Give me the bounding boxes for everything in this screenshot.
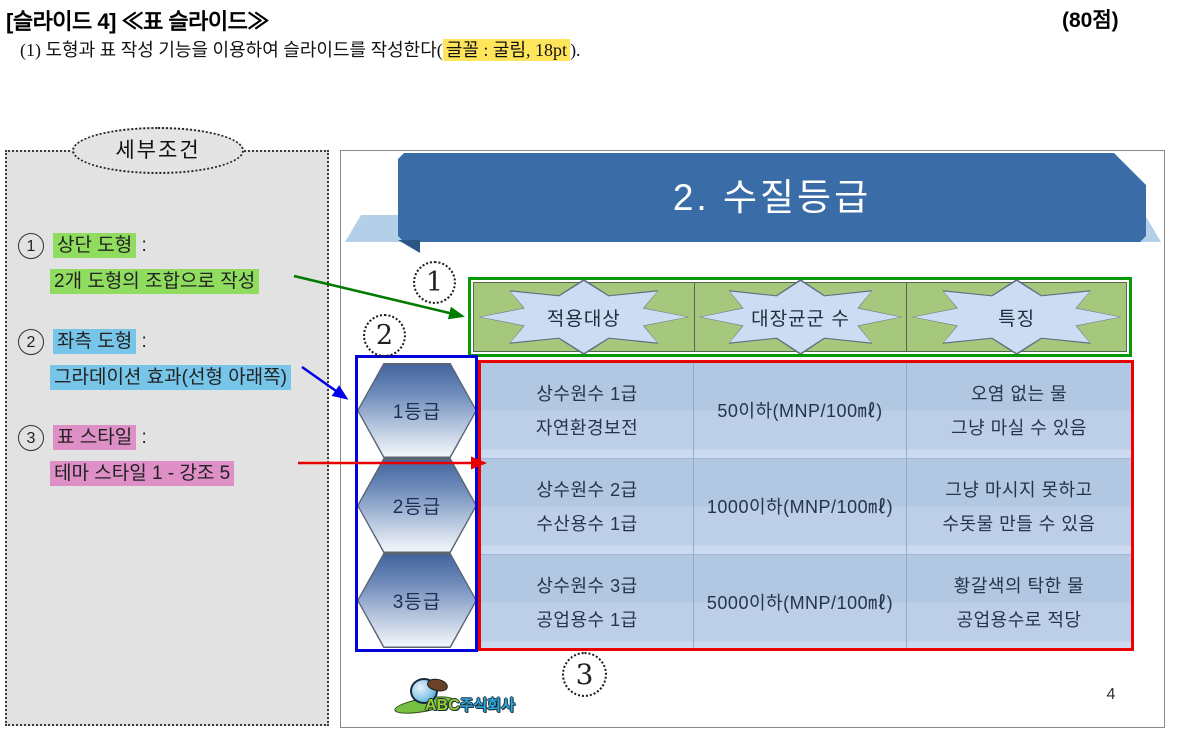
- cell-line: 상수원수 2급: [536, 479, 638, 500]
- callout-circle-2: 2: [363, 314, 406, 357]
- annotation-rect-hexagons-blue: [355, 355, 478, 652]
- grade-hexagon-3: 3등급: [357, 553, 477, 648]
- table-cell: 50이하(MNP/100㎖): [694, 363, 907, 458]
- logo-text: ABC주식회사: [425, 694, 515, 715]
- table-header-cell: 특징: [907, 279, 1126, 355]
- conditions-panel-title: 세부조건: [72, 127, 244, 174]
- condition-3-colon: :: [136, 427, 147, 448]
- cell-line: 그냥 마시지 못하고: [945, 479, 1093, 500]
- condition-1-title: 1 상단 도형 :: [18, 230, 147, 259]
- star-seal-shape: 대장균군 수: [698, 279, 903, 355]
- cell-line: 상수원수 1급: [536, 383, 638, 404]
- table-cell: 상수원수 2급 수산용수 1급: [481, 459, 694, 554]
- table-cell: 그냥 마시지 못하고 수돗물 만들 수 있음: [907, 459, 1131, 554]
- table-body: 상수원수 1급 자연환경보전 50이하(MNP/100㎖) 오염 없는 물 그냥…: [481, 363, 1131, 650]
- annotation-rect-table-red: [478, 360, 1134, 651]
- cell-line: 황갈색의 탁한 물: [953, 575, 1085, 596]
- cell-line: 상수원수 3급: [536, 575, 638, 596]
- grade-label-2: 2등급: [358, 459, 476, 552]
- grade-label-3: 3등급: [358, 554, 476, 647]
- condition-2-number: 2: [18, 328, 44, 355]
- cell-line: 그냥 마실 수 있음: [951, 417, 1087, 438]
- doc-title: [슬라이드 4] ≪표 슬라이드≫: [6, 9, 269, 34]
- annotation-rect-header-green: [468, 277, 1132, 357]
- slide-title: 2. 수질등급: [672, 177, 872, 218]
- table-header-cell: 대장균군 수: [695, 279, 908, 355]
- cell-line: 수산용수 1급: [536, 513, 638, 534]
- callout-circle-3: 3: [562, 652, 607, 697]
- table-cell: 황갈색의 탁한 물 공업용수로 적당: [907, 555, 1131, 650]
- table-header-label-3: 특징: [913, 281, 1120, 353]
- table-header-row: 적용대상 대장균군 수 특징: [473, 279, 1127, 355]
- cell-line: 공업용수 1급: [536, 609, 638, 630]
- condition-3-detail: 테마 스타일 1 - 강조 5: [50, 458, 235, 486]
- callout-circle-1: 1: [413, 261, 456, 304]
- table-header-label-2: 대장균군 수: [700, 281, 901, 353]
- table-cell: 상수원수 1급 자연환경보전: [481, 363, 694, 458]
- grade-label-1: 1등급: [358, 364, 476, 457]
- condition-2-title-text: 좌측 도형: [53, 329, 137, 354]
- cell-line: 1000이하(MNP/100㎖): [706, 496, 894, 517]
- doc-instruction: (1) 도형과 표 작성 기능을 이용하여 슬라이드를 작성한다(글꼴 : 굴림…: [20, 36, 581, 62]
- cell-line: 5000이하(MNP/100㎖): [706, 592, 894, 613]
- instruction-prefix: (1) 도형과 표 작성 기능을 이용하여 슬라이드를 작성한다(: [20, 40, 443, 60]
- table-cell: 5000이하(MNP/100㎖): [694, 555, 907, 650]
- logo-abc-text: ABC: [425, 697, 460, 714]
- cell-line: 오염 없는 물: [970, 383, 1068, 404]
- condition-3-title: 3 표 스타일 :: [18, 422, 147, 451]
- condition-2-detail-text: 그라데이션 효과(선형 아래쪽): [50, 365, 291, 390]
- condition-2-colon: :: [136, 331, 147, 352]
- instruction-suffix: ).: [570, 40, 581, 60]
- grade-hexagon-1: 1등급: [357, 363, 477, 458]
- condition-1-title-text: 상단 도형: [53, 233, 137, 258]
- cell-line: 50이하(MNP/100㎖): [717, 400, 883, 421]
- condition-2-title: 2 좌측 도형 :: [18, 326, 147, 355]
- table-header-cell: 적용대상: [474, 279, 695, 355]
- title-banner-shape: [398, 153, 1146, 242]
- table-row: 상수원수 3급 공업용수 1급 5000이하(MNP/100㎖) 황갈색의 탁한…: [481, 554, 1131, 650]
- condition-3-title-text: 표 스타일: [53, 425, 137, 450]
- table-cell: 오염 없는 물 그냥 마실 수 있음: [907, 363, 1131, 458]
- condition-1-detail: 2개 도형의 조합으로 작성: [50, 266, 260, 294]
- table-row: 상수원수 2급 수산용수 1급 1000이하(MNP/100㎖) 그냥 마시지 …: [481, 458, 1131, 554]
- condition-2-detail: 그라데이션 효과(선형 아래쪽): [50, 362, 291, 390]
- condition-3-detail-text: 테마 스타일 1 - 강조 5: [50, 461, 235, 486]
- cell-line: 수돗물 만들 수 있음: [942, 513, 1096, 534]
- table-cell: 1000이하(MNP/100㎖): [694, 459, 907, 554]
- table-header-label-1: 적용대상: [480, 281, 688, 353]
- condition-3-number: 3: [18, 424, 44, 451]
- instruction-font-highlight: 글꼴 : 굴림, 18pt: [442, 39, 571, 61]
- star-seal-shape: 특징: [911, 279, 1122, 355]
- star-seal-shape: 적용대상: [478, 279, 690, 355]
- slide-page-number: 4: [1106, 686, 1116, 703]
- condition-1-colon: :: [136, 235, 147, 256]
- condition-1-number: 1: [18, 232, 44, 259]
- company-logo: ABC주식회사: [393, 676, 532, 719]
- cell-line: 공업용수로 적당: [956, 609, 1082, 630]
- table-cell: 상수원수 3급 공업용수 1급: [481, 555, 694, 650]
- grade-hexagon-2: 2등급: [357, 458, 477, 553]
- cell-line: 자연환경보전: [535, 417, 639, 438]
- doc-score: (80점): [1062, 9, 1119, 32]
- table-row: 상수원수 1급 자연환경보전 50이하(MNP/100㎖) 오염 없는 물 그냥…: [481, 363, 1131, 458]
- condition-1-detail-text: 2개 도형의 조합으로 작성: [50, 269, 260, 294]
- logo-company-text: 주식회사: [459, 697, 515, 714]
